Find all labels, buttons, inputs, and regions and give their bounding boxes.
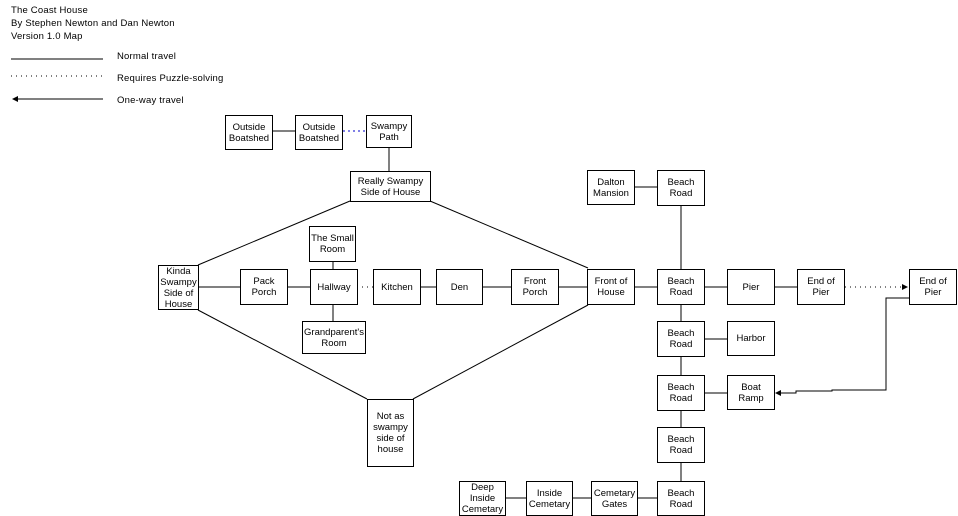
room-label: Swampy Path bbox=[370, 120, 408, 143]
room-label: Hallway bbox=[317, 281, 351, 293]
room-beach-road-5[interactable]: Beach Road bbox=[657, 427, 705, 463]
room-beach-road-2[interactable]: Beach Road bbox=[657, 269, 705, 305]
room-den[interactable]: Den bbox=[436, 269, 483, 305]
room-really-swampy-side[interactable]: Really Swampy Side of House bbox=[350, 171, 431, 202]
room-label: Cemetary Gates bbox=[593, 487, 636, 510]
room-pack-porch[interactable]: Pack Porch bbox=[240, 269, 288, 305]
room-label: Kitchen bbox=[381, 281, 413, 293]
room-label: Boat Ramp bbox=[738, 381, 764, 404]
map-version: Version 1.0 Map bbox=[11, 31, 83, 42]
room-the-small-room[interactable]: The Small Room bbox=[309, 226, 356, 262]
room-label: Kinda Swampy Side of House bbox=[160, 265, 197, 310]
room-label: Beach Road bbox=[667, 434, 695, 456]
room-label: End of Pier bbox=[919, 276, 947, 298]
room-label: Really Swampy Side of House bbox=[357, 175, 424, 198]
room-label: The Small Room bbox=[311, 233, 354, 255]
room-beach-road-4[interactable]: Beach Road bbox=[657, 375, 705, 411]
room-front-porch[interactable]: Front Porch bbox=[511, 269, 559, 305]
room-grandparents-room[interactable]: Grandparent's Room bbox=[302, 321, 366, 354]
room-label: Beach Road bbox=[667, 382, 695, 404]
room-kitchen[interactable]: Kitchen bbox=[373, 269, 421, 305]
room-swampy-path[interactable]: Swampy Path bbox=[366, 115, 412, 148]
map-title: The Coast House bbox=[11, 5, 88, 16]
room-label: Pack Porch bbox=[251, 276, 277, 298]
room-label: Front Porch bbox=[522, 276, 548, 298]
room-end-of-pier-2[interactable]: End of Pier bbox=[909, 269, 957, 305]
edge-notasswampy-frontofhouse bbox=[412, 304, 589, 400]
room-not-as-swampy-side[interactable]: Not as swampy side of house bbox=[367, 399, 414, 467]
edge-reallyswampy-frontofhouse bbox=[429, 200, 589, 269]
room-pier[interactable]: Pier bbox=[727, 269, 775, 305]
room-label: Front of House bbox=[594, 276, 628, 298]
legend-normal-label: Normal travel bbox=[117, 51, 177, 62]
room-label: Beach Road bbox=[667, 276, 695, 298]
room-label: Beach Road bbox=[667, 487, 695, 510]
room-dalton-mansion[interactable]: Dalton Mansion bbox=[587, 170, 635, 205]
room-label: Not as swampy side of house bbox=[373, 411, 408, 455]
room-label: Beach Road bbox=[667, 328, 695, 350]
room-label: Harbor bbox=[736, 333, 766, 344]
room-label: Outside Boatshed bbox=[298, 121, 340, 144]
room-beach-road-3[interactable]: Beach Road bbox=[657, 321, 705, 357]
room-boat-ramp[interactable]: Boat Ramp bbox=[727, 375, 775, 410]
room-beach-road-6[interactable]: Beach Road bbox=[657, 481, 705, 516]
room-label: Grandparent's Room bbox=[304, 326, 364, 349]
room-beach-road-1[interactable]: Beach Road bbox=[657, 170, 705, 206]
room-label: Pier bbox=[742, 281, 760, 293]
edge-kinda-notasswampy bbox=[197, 309, 368, 400]
legend-puzzle-label: Requires Puzzle-solving bbox=[117, 73, 224, 84]
room-end-of-pier-1[interactable]: End of Pier bbox=[797, 269, 845, 305]
map-authors: By Stephen Newton and Dan Newton bbox=[11, 18, 175, 29]
room-outside-boatshed-2[interactable]: Outside Boatshed bbox=[295, 115, 343, 150]
room-cemetary-gates[interactable]: Cemetary Gates bbox=[591, 481, 638, 516]
room-label: Den bbox=[450, 281, 469, 293]
room-front-of-house[interactable]: Front of House bbox=[587, 269, 635, 305]
room-harbor[interactable]: Harbor bbox=[727, 321, 775, 356]
room-label: Inside Cemetary bbox=[528, 487, 571, 510]
room-label: End of Pier bbox=[807, 276, 835, 298]
room-label: Deep Inside Cemetary bbox=[461, 482, 504, 515]
legend-oneway-label: One-way travel bbox=[117, 95, 184, 106]
room-inside-cemetary[interactable]: Inside Cemetary bbox=[526, 481, 573, 516]
room-label: Outside Boatshed bbox=[228, 121, 270, 144]
edge-reallyswampy-kinda bbox=[197, 200, 351, 266]
room-deep-inside-cemetary[interactable]: Deep Inside Cemetary bbox=[459, 481, 506, 516]
room-label: Beach Road bbox=[667, 177, 695, 199]
room-outside-boatshed-1[interactable]: Outside Boatshed bbox=[225, 115, 273, 150]
edge-endofpier2-boatramp bbox=[775, 297, 909, 396]
room-kinda-swampy-side[interactable]: Kinda Swampy Side of House bbox=[158, 265, 199, 310]
room-label: Dalton Mansion bbox=[593, 176, 629, 199]
room-hallway[interactable]: Hallway bbox=[310, 269, 358, 305]
